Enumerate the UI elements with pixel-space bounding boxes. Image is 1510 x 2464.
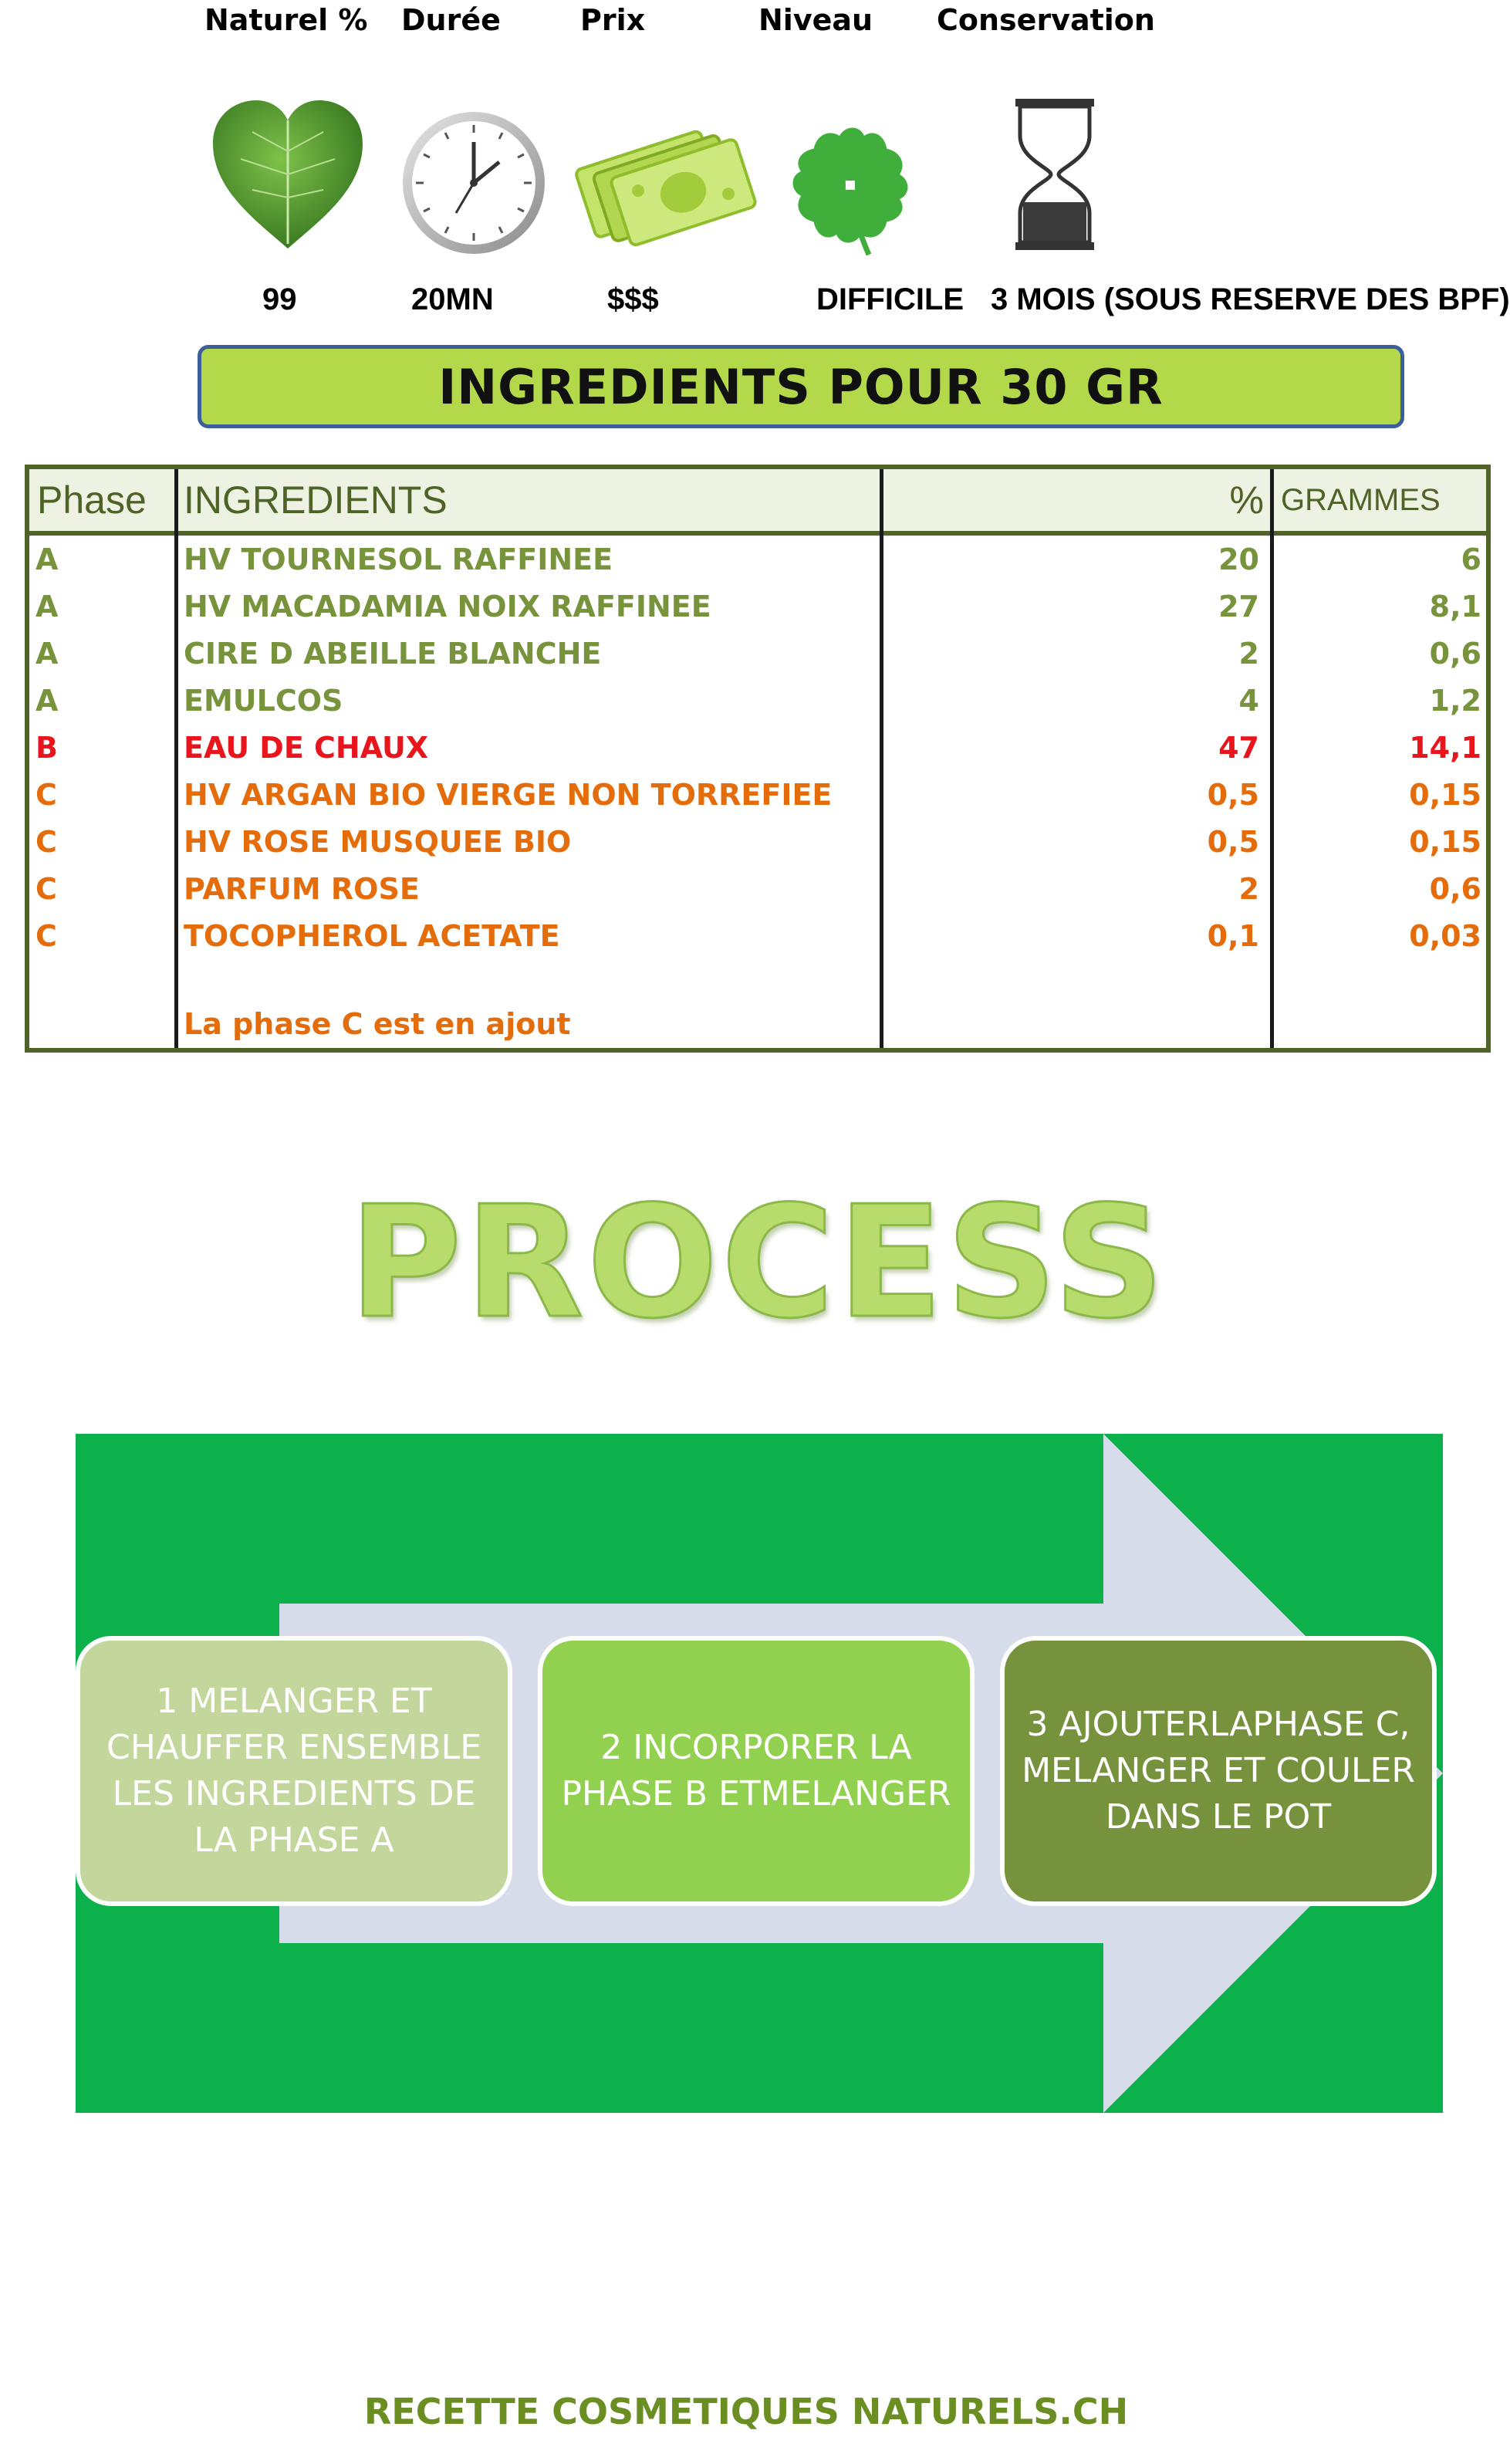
row-ingredient: PARFUM ROSE <box>184 871 420 906</box>
clock-icon <box>403 112 545 254</box>
col-divider <box>174 469 178 1048</box>
label-naturel: Naturel % <box>204 3 368 37</box>
row-phase: C <box>35 871 57 906</box>
table-note-row: La phase C est en ajout <box>29 1000 1486 1047</box>
row-grams: 8,1 <box>1429 589 1481 624</box>
row-phase: A <box>35 636 59 671</box>
row-grams: 0,15 <box>1409 777 1481 812</box>
leaf-heart-icon <box>213 100 363 248</box>
process-title: PROCESS <box>347 1172 1168 1354</box>
value-niveau: DIFFICILE <box>816 282 964 316</box>
row-ingredient: HV ARGAN BIO VIERGE NON TORREFIEE <box>184 777 833 812</box>
row-grams: 0,6 <box>1429 871 1481 906</box>
header-percent: % <box>1229 478 1264 522</box>
row-ingredient: TOCOPHEROL ACETATE <box>184 918 560 953</box>
table-row: A HV TOURNESOL RAFFINEE 20 6 <box>29 536 1486 583</box>
col-divider <box>880 469 883 1048</box>
process-step-3: 3 AJOUTERLAPHASE C, MELANGER ET COULER D… <box>1000 1636 1437 1906</box>
row-grams: 6 <box>1461 542 1481 576</box>
header-grams: GRAMMES <box>1281 482 1441 517</box>
header-ingredients: INGREDIENTS <box>184 478 448 522</box>
table-header: Phase INGREDIENTS % GRAMMES <box>29 469 1486 536</box>
row-ingredient: EAU DE CHAUX <box>184 730 429 765</box>
ingredients-banner: INGREDIENTS POUR 30 GR <box>198 345 1404 428</box>
ingredients-table: Phase INGREDIENTS % GRAMMES A HV TOURNESO… <box>25 465 1491 1053</box>
process-step-3-text: 3 AJOUTERLAPHASE C, MELANGER ET COULER D… <box>1022 1705 1415 1837</box>
hourglass-icon <box>1015 99 1094 250</box>
footer-text: RECETTE COSMETIQUES NATURELS.CH <box>363 2391 1129 2432</box>
row-percent: 2 <box>1238 871 1259 906</box>
row-phase: C <box>35 918 57 953</box>
process-step-2-text: 2 INCORPORER LA PHASE B ETMELANGER <box>561 1728 951 1813</box>
row-ingredient: HV ROSE MUSQUEE BIO <box>184 824 572 859</box>
header-phase: Phase <box>37 478 147 522</box>
row-grams: 0,15 <box>1409 824 1481 859</box>
label-niveau: Niveau <box>758 3 873 37</box>
row-percent: 0,1 <box>1207 918 1259 953</box>
value-prix: $$$ <box>607 282 659 316</box>
table-row: A HV MACADAMIA NOIX RAFFINEE 27 8,1 <box>29 583 1486 630</box>
process-step-1: 1 MELANGER ET CHAUFFER ENSEMBLE LES INGR… <box>76 1636 512 1906</box>
clover-icon <box>792 127 908 256</box>
table-note: La phase C est en ajout <box>184 1006 571 1041</box>
process-step-2: 2 INCORPORER LA PHASE B ETMELANGER <box>538 1636 975 1906</box>
row-ingredient: HV TOURNESOL RAFFINEE <box>184 542 613 576</box>
table-row: C HV ARGAN BIO VIERGE NON TORREFIEE 0,5 0,1… <box>29 771 1486 818</box>
label-prix: Prix <box>580 3 646 37</box>
row-grams: 1,2 <box>1429 683 1481 718</box>
row-phase: A <box>35 683 59 718</box>
row-percent: 47 <box>1218 730 1259 765</box>
money-bills-icon <box>575 130 757 247</box>
row-percent: 0,5 <box>1207 777 1259 812</box>
row-percent: 20 <box>1218 542 1259 576</box>
table-row: B EAU DE CHAUX 47 14,1 <box>29 724 1486 771</box>
table-row: C PARFUM ROSE 2 0,6 <box>29 865 1486 912</box>
row-phase: C <box>35 777 57 812</box>
col-divider <box>1270 469 1274 1048</box>
table-row: A EMULCOS 4 1,2 <box>29 677 1486 724</box>
value-naturel: 99 <box>262 282 297 316</box>
table-row: A CIRE D ABEILLE BLANCHE 2 0,6 <box>29 630 1486 677</box>
label-conservation: Conservation <box>937 3 1155 37</box>
process-step-1-text: 1 MELANGER ET CHAUFFER ENSEMBLE LES INGR… <box>106 1682 481 1860</box>
row-grams: 14,1 <box>1409 730 1481 765</box>
row-phase: A <box>35 589 59 624</box>
row-ingredient: EMULCOS <box>184 683 343 718</box>
value-duree: 20MN <box>411 282 494 316</box>
row-percent: 2 <box>1238 636 1259 671</box>
table-row: C TOCOPHEROL ACETATE 0,1 0,03 <box>29 912 1486 959</box>
row-percent: 4 <box>1238 683 1259 718</box>
label-duree: Durée <box>401 3 501 37</box>
row-grams: 0,03 <box>1409 918 1481 953</box>
row-percent: 27 <box>1218 589 1259 624</box>
value-conservation: 3 MOIS (SOUS RESERVE DES BPF) <box>991 282 1510 316</box>
row-grams: 0,6 <box>1429 636 1481 671</box>
row-phase: C <box>35 824 57 859</box>
row-phase: B <box>35 730 58 765</box>
row-ingredient: HV MACADAMIA NOIX RAFFINEE <box>184 589 711 624</box>
row-phase: A <box>35 542 59 576</box>
table-row: C HV ROSE MUSQUEE BIO 0,5 0,15 <box>29 818 1486 865</box>
row-percent: 0,5 <box>1207 824 1259 859</box>
row-ingredient: CIRE D ABEILLE BLANCHE <box>184 636 602 671</box>
